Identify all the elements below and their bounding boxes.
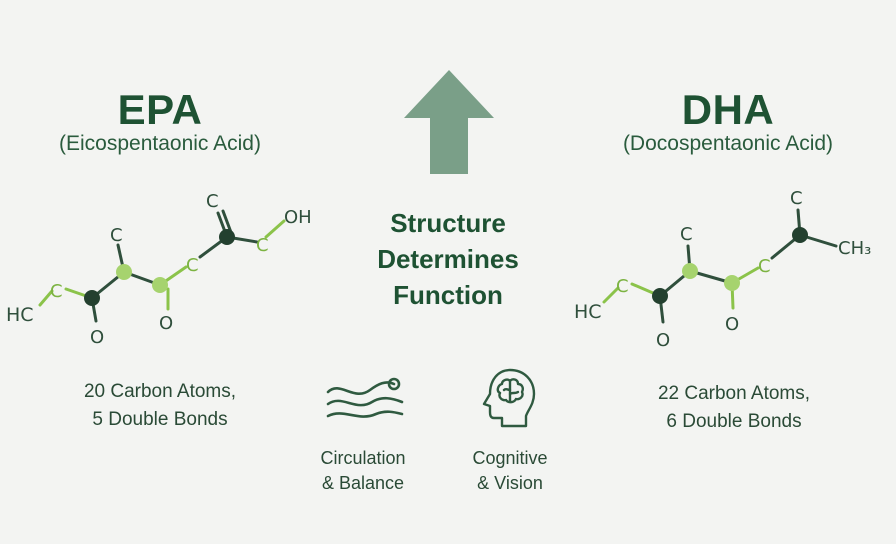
- dha-atom-c4: C: [790, 188, 803, 209]
- epa-stat-carbons: 20 Carbon Atoms,: [83, 381, 237, 402]
- dha-atom-c1: C: [616, 276, 629, 297]
- dha-stat-carbons: 22 Carbon Atoms,: [657, 383, 811, 404]
- benefit-circulation-line2: & Balance: [321, 473, 405, 493]
- center-line-1: Structure: [390, 208, 506, 238]
- benefit-cognitive-line2: & Vision: [477, 473, 543, 493]
- dha-molecule: HC C C C C O O CH₃: [574, 188, 871, 351]
- up-arrow-icon: [404, 70, 494, 174]
- epa-title: EPA: [117, 86, 203, 133]
- dha-atom-o2: O: [725, 314, 739, 335]
- dha-node-2: [682, 263, 698, 279]
- benefit-cognitive-line1: Cognitive: [472, 448, 548, 468]
- center-line-3: Function: [393, 280, 503, 310]
- epa-node-4: [219, 229, 235, 245]
- epa-node-2: [116, 264, 132, 280]
- dha-node-4: [792, 227, 808, 243]
- epa-molecule: HC C C C C C O O OH: [6, 191, 312, 348]
- dha-node-3: [724, 275, 740, 291]
- dha-full-name: (Docospentaonic Acid): [622, 132, 834, 155]
- benefit-cognitive: Cognitive & Vision: [450, 446, 570, 496]
- dha-stat-bonds: 6 Double Bonds: [666, 411, 802, 432]
- dha-node-1: [652, 288, 668, 304]
- benefit-circulation-line1: Circulation: [320, 448, 406, 468]
- center-line-2: Determines: [377, 244, 519, 274]
- center-message: Structure Determines Function: [340, 205, 556, 313]
- epa-atom-c4: C: [206, 191, 219, 212]
- dha-title: DHA: [681, 86, 775, 133]
- epa-atom-oh: OH: [284, 207, 312, 228]
- epa-atom-hc: HC: [6, 304, 34, 326]
- benefit-circulation: Circulation & Balance: [300, 446, 426, 496]
- epa-atom-c3: C: [186, 255, 199, 276]
- dha-atom-hc: HC: [574, 301, 602, 323]
- dha-atom-o1: O: [656, 330, 670, 351]
- epa-node-3: [152, 277, 168, 293]
- dha-stats: 22 Carbon Atoms, 6 Double Bonds: [614, 380, 854, 436]
- epa-atom-o1: O: [90, 327, 104, 348]
- epa-stats: 20 Carbon Atoms, 5 Double Bonds: [40, 378, 280, 434]
- epa-atom-c1: C: [50, 281, 63, 302]
- dha-atom-c2: C: [680, 224, 693, 245]
- dha-atom-ch3: CH₃: [838, 238, 871, 259]
- epa-atom-c5: C: [256, 235, 269, 256]
- wave-icon: [326, 377, 404, 418]
- dha-atom-c3: C: [758, 256, 771, 277]
- epa-stat-bonds: 5 Double Bonds: [92, 409, 228, 430]
- epa-atom-o2: O: [159, 313, 173, 334]
- epa-full-name: (Eicospentaonic Acid): [59, 132, 261, 155]
- epa-atom-c2: C: [110, 225, 123, 246]
- epa-node-1: [84, 290, 100, 306]
- brain-head-icon: [482, 368, 536, 428]
